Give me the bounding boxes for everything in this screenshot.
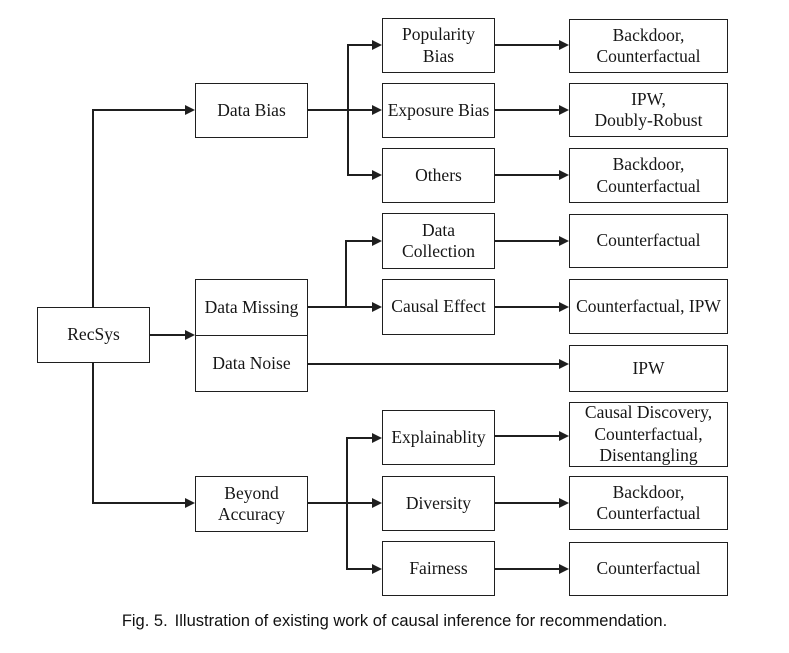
node-methods-popularity-bias: Backdoor, Counterfactual — [569, 19, 728, 73]
node-methods-diversity: Backdoor, Counterfactual — [569, 476, 728, 530]
node-data-bias: Data Bias — [195, 83, 308, 138]
arrowhead-causal-effect — [372, 302, 382, 312]
edge-diversity-methods — [495, 502, 560, 504]
edge-trunk-up — [92, 109, 94, 308]
node-methods-others: Backdoor, Counterfactual — [569, 148, 728, 203]
edge-causal-methods — [495, 306, 560, 308]
edge-others-methods — [495, 174, 560, 176]
edge-collection-methods — [495, 240, 560, 242]
edge-beyond-vertical — [346, 437, 348, 570]
edge-recsys-datamissing — [150, 334, 186, 336]
node-exposure-bias: Exposure Bias — [382, 83, 495, 138]
arrowhead-methods-causal — [559, 302, 569, 312]
node-methods-data-noise: IPW — [569, 345, 728, 392]
arrowhead-methods-collection — [559, 236, 569, 246]
edge-fairness-methods — [495, 568, 560, 570]
edge-explain-methods — [495, 435, 560, 437]
arrowhead-methods-popularity — [559, 40, 569, 50]
node-methods-data-collection: Counterfactual — [569, 214, 728, 268]
node-data-missing-noise-group: Data Missing Data Noise — [195, 279, 308, 392]
arrowhead-diversity — [372, 498, 382, 508]
edge-trunk-down — [92, 363, 94, 504]
node-data-noise: Data Noise — [212, 352, 291, 373]
node-methods-fairness: Counterfactual — [569, 542, 728, 596]
arrowhead-fairness — [372, 564, 382, 574]
edge-datanoise-ipw — [308, 363, 560, 365]
arrowhead-methods-exposure — [559, 105, 569, 115]
node-fairness: Fairness — [382, 541, 495, 596]
arrowhead-methods-fairness — [559, 564, 569, 574]
arrowhead-methods-others — [559, 170, 569, 180]
node-causal-effect: Causal Effect — [382, 279, 495, 335]
node-methods-causal-effect: Counterfactual, IPW — [569, 279, 728, 334]
figure-caption-label: Fig. 5. — [121, 612, 168, 630]
node-others: Others — [382, 148, 495, 203]
edge-recsys-beyond — [92, 502, 186, 504]
edge-datamissing-vertical — [345, 240, 347, 308]
edge-exposure-methods — [495, 109, 560, 111]
figure-caption: Fig. 5. Illustration of existing work of … — [0, 612, 789, 631]
figure-caption-text: Illustration of existing work of causal … — [174, 612, 668, 630]
edge-datamissing-collection — [345, 240, 373, 242]
node-data-missing: Data Missing — [196, 280, 307, 336]
edge-beyond-fairness — [346, 568, 373, 570]
node-methods-exposure-bias: IPW, Doubly-Robust — [569, 83, 728, 137]
edge-databias-others — [347, 174, 373, 176]
arrowhead-others — [372, 170, 382, 180]
arrowhead-explainablity — [372, 433, 382, 443]
node-data-collection: Data Collection — [382, 213, 495, 269]
edge-beyond-diversity — [308, 502, 373, 504]
edge-databias-exposure — [308, 109, 373, 111]
arrowhead-methods-data-noise — [559, 359, 569, 369]
node-explainablity: Explainablity — [382, 410, 495, 465]
edge-datamissing-causal — [345, 306, 373, 308]
node-diversity: Diversity — [382, 476, 495, 531]
arrowhead-beyond-accuracy — [185, 498, 195, 508]
arrowhead-exposure-bias — [372, 105, 382, 115]
node-recsys: RecSys — [37, 307, 150, 363]
arrowhead-data-bias — [185, 105, 195, 115]
edge-recsys-databias — [92, 109, 186, 111]
edge-popularity-methods — [495, 44, 560, 46]
arrowhead-data-collection — [372, 236, 382, 246]
arrowhead-popularity-bias — [372, 40, 382, 50]
node-methods-explainablity: Causal Discovery, Counterfactual, Disent… — [569, 402, 728, 467]
node-beyond-accuracy: Beyond Accuracy — [195, 476, 308, 532]
edge-databias-vertical — [347, 44, 349, 176]
node-popularity-bias: Popularity Bias — [382, 18, 495, 73]
edge-databias-popularity — [347, 44, 373, 46]
arrowhead-methods-diversity — [559, 498, 569, 508]
edge-beyond-explain — [346, 437, 373, 439]
arrowhead-data-missing-noise — [185, 330, 195, 340]
edge-datamissing-out — [308, 306, 347, 308]
arrowhead-methods-explainablity — [559, 431, 569, 441]
